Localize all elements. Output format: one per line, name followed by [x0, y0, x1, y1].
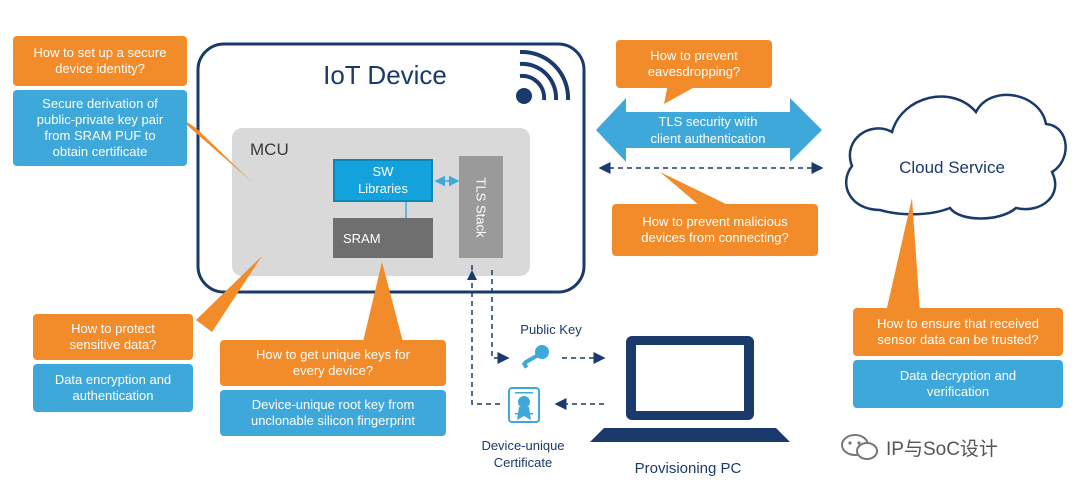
callout-identity-answer: Secure derivation of public-private key … — [13, 90, 187, 166]
laptop-icon — [590, 336, 790, 442]
sram-label: SRAM — [343, 230, 381, 246]
callout-protect-answer: Data encryption and authentication — [33, 364, 193, 412]
cloud-shape — [844, 93, 1067, 220]
callout-trusted-question: How to ensure that received sensor data … — [853, 308, 1063, 356]
certificate-icon — [508, 387, 540, 423]
sram-box: SRAM — [333, 218, 433, 258]
tls-stack-box: TLS Stack — [459, 156, 503, 258]
watermark: IP与SoC设计 — [840, 432, 998, 462]
mcu-box — [232, 128, 530, 276]
certificate-label: Device-unique Certificate — [481, 438, 565, 470]
callout-trusted-answer: Data decryption and verification — [853, 360, 1063, 408]
callout-unique-answer: Device-unique root key from unclonable s… — [220, 390, 446, 436]
callout-eavesdrop-question: How to prevent eavesdropping? — [616, 40, 772, 88]
callout-identity-question: How to set up a secure device identity? — [13, 36, 187, 86]
tls-stack-label: TLS Stack — [473, 177, 489, 237]
provisioning-pc-label: Provisioning PC — [634, 460, 742, 477]
provisioning-lines — [471, 265, 606, 410]
tls-arrow-label: TLS security with client authentication — [650, 114, 766, 146]
key-icon — [521, 345, 549, 369]
callout-protect-question: How to protect sensitive data? — [33, 314, 193, 360]
sw-libraries-box: SW Libraries — [333, 159, 433, 202]
watermark-text: IP与SoC设计 — [886, 438, 998, 460]
cloud-service-label: Cloud Service — [899, 158, 1005, 177]
public-key-label: Public Key — [520, 322, 582, 337]
callout-unique-question: How to get unique keys for every device? — [220, 340, 446, 386]
wifi-icon — [516, 49, 571, 104]
callout-pointers — [172, 84, 920, 346]
mcu-label: MCU — [250, 140, 289, 159]
tls-double-arrow — [596, 98, 822, 162]
wechat-icon — [841, 434, 878, 460]
iot-device-title: IoT Device — [323, 60, 447, 90]
callout-malicious-question: How to prevent malicious devices from co… — [612, 204, 818, 256]
